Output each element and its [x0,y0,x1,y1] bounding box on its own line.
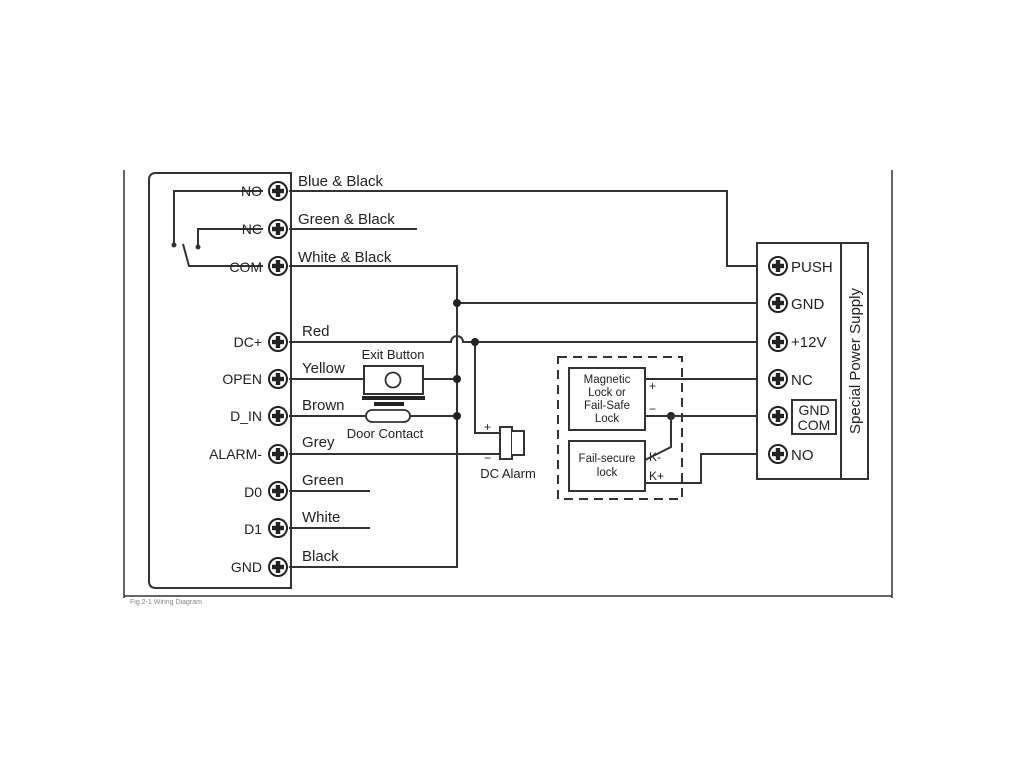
fail-secure-lock-box: Fail-secure lock K- K+ [568,440,664,492]
fail-secure-line-1: Fail-secure [579,453,636,465]
controller-screw-terminals [268,181,288,577]
mag-lock-minus: − [649,402,656,416]
terminal-d0-label: D0 [244,484,262,500]
screw-terminal-icon [768,369,788,389]
terminal-gnd-label: GND [231,559,262,575]
ps-terminal-no: NO [791,447,814,464]
screw-terminal-icon [268,256,288,276]
mag-lock-line-3: Fail-Safe [584,400,630,412]
screw-terminal-icon [268,557,288,577]
screw-terminal-icon [768,332,788,352]
screw-terminal-icon [768,444,788,464]
wire-labels: Blue & Black Green & Black White & Black… [298,173,395,565]
lock-group-dashed-box [557,356,683,500]
ps-terminal-gnd-com-line-2: COM [798,417,831,433]
ps-terminal-gnd-com-line-1: GND [798,402,829,418]
junction-dots [453,299,675,420]
terminal-open-label: OPEN [222,371,262,387]
screw-terminal-icon [268,369,288,389]
figure-caption: Fig 2-1 Wiring Diagram [130,599,202,606]
screw-terminal-icon [268,518,288,538]
terminal-d-in-label: D_IN [230,408,262,424]
screw-terminal-icon [268,481,288,501]
terminal-com-label: COM [229,259,262,275]
dc-alarm-minus: − [484,451,491,465]
screw-terminal-icon [768,406,788,426]
fail-secure-k-plus: K+ [649,469,664,483]
wire-alarm-plus [474,342,500,434]
magnetic-lock-box: Magnetic Lock or Fail-Safe Lock + − [568,367,656,431]
wire-label-blue-black: Blue & Black [298,173,384,190]
wire-label-white: White [302,509,340,526]
door-contact-label: Door Contact [347,426,424,441]
power-supply-box: Special Power Supply PUSH GND +12V NC GN… [756,242,869,480]
screw-terminal-icon [268,181,288,201]
wire-label-yellow: Yellow [302,360,345,377]
terminal-alarm-minus-label: ALARM- [209,446,262,462]
terminal-dc-plus-label: DC+ [234,334,262,350]
wire-label-green: Green [302,472,344,489]
power-supply-screw-terminals [768,256,788,464]
terminal-no-label: NO [241,183,262,199]
ps-terminal-nc: NC [791,372,813,389]
wire-label-black: Black [302,548,339,565]
mag-lock-line-4: Lock [595,413,620,425]
ps-terminal-push: PUSH [791,259,833,276]
mag-lock-plus: + [649,379,656,393]
dc-alarm-symbol: + − DC Alarm [480,420,536,481]
screw-terminal-icon [268,406,288,426]
lock-wires [644,378,767,484]
wire-label-white-black: White & Black [298,249,392,266]
wire-label-grey: Grey [302,434,335,451]
controller-box [148,172,292,589]
screw-terminal-icon [768,293,788,313]
ps-gnd-com-box [791,399,837,435]
controller-terminal-labels: NO NC COM DC+ OPEN D_IN ALARM- D0 D1 GND [209,183,262,575]
screw-terminal-icon [768,256,788,276]
screw-terminal-icon [268,332,288,352]
wire-label-brown: Brown [302,397,345,414]
terminal-d1-label: D1 [244,521,262,537]
dc-alarm-plus: + [484,420,491,434]
wire-red-12v [289,335,767,343]
terminal-nc-label: NC [242,221,262,237]
exit-button-symbol: Exit Button [362,347,425,400]
screw-terminal-icon [268,444,288,464]
mag-lock-line-1: Magnetic [584,374,631,386]
relay-contact-symbol [171,190,263,267]
power-supply-title: Special Power Supply [847,288,864,434]
wire-label-red: Red [302,323,330,340]
exit-button-label: Exit Button [362,347,425,362]
dc-alarm-label: DC Alarm [480,466,536,481]
ps-terminal-gnd: GND [791,296,825,313]
fail-secure-line-2: lock [597,467,618,479]
mag-lock-line-2: Lock or [588,387,626,399]
door-contact-symbol: Door Contact [347,402,424,441]
wire-label-green-black: Green & Black [298,211,395,228]
wire-no-to-push [289,190,767,267]
screw-terminal-icon [268,219,288,239]
ps-terminal-12v: +12V [791,334,826,351]
controller-wires [289,190,767,568]
